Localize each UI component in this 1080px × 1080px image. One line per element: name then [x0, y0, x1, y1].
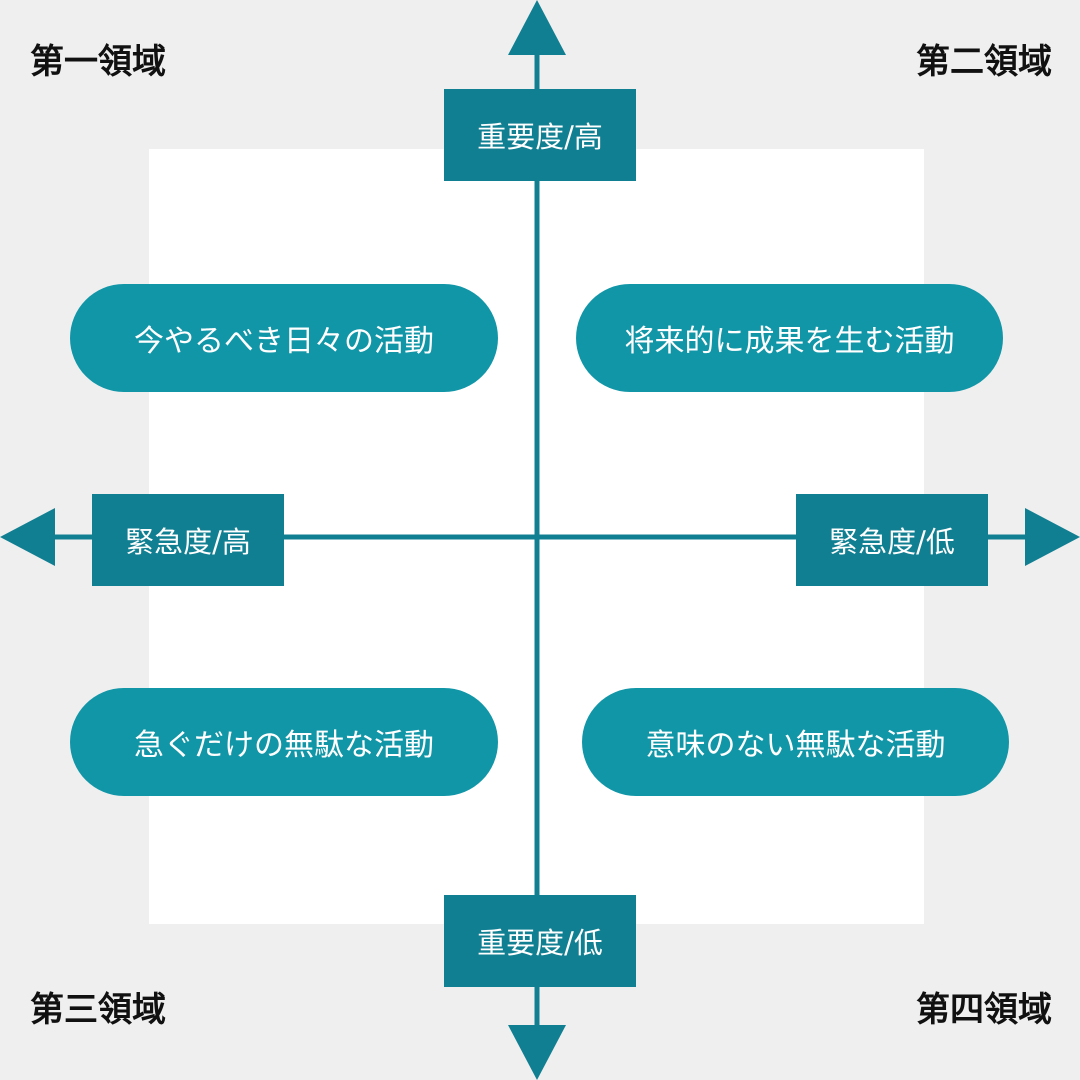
axis-label-importance-high: 重要度/高	[444, 89, 636, 181]
activity-pill-q3: 急ぐだけの無駄な活動	[70, 688, 498, 796]
axis-label-urgency-low: 緊急度/低	[796, 494, 988, 586]
activity-pill-q1: 今やるべき日々の活動	[70, 284, 498, 392]
quadrant-3-label: 第三領域	[30, 990, 166, 1030]
quadrant-2-label: 第二領域	[916, 42, 1052, 82]
quadrant-4-label: 第四領域	[916, 990, 1052, 1030]
arrow-right-icon	[1025, 508, 1080, 566]
quadrant-1-label: 第一領域	[30, 42, 166, 82]
arrow-down-icon	[508, 1025, 566, 1080]
axis-label-urgency-high: 緊急度/高	[92, 494, 284, 586]
activity-pill-q4: 意味のない無駄な活動	[582, 688, 1009, 796]
arrow-left-icon	[0, 508, 55, 566]
activity-pill-q2: 将来的に成果を生む活動	[576, 284, 1003, 392]
arrow-up-icon	[508, 0, 566, 55]
axis-label-importance-low: 重要度/低	[444, 895, 636, 987]
